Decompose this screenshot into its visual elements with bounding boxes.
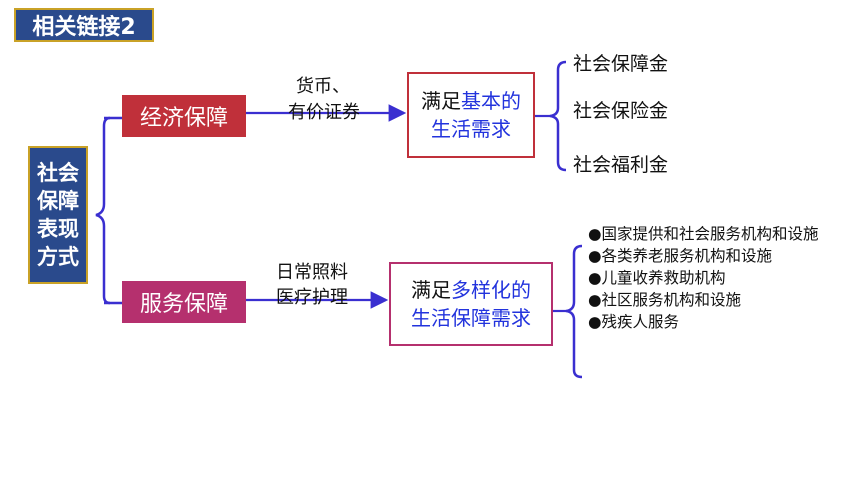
root-line: 保障 (37, 189, 79, 213)
service-item: ●残疾人服务 (588, 313, 680, 331)
serv-items-bracket (565, 244, 583, 379)
economic-goal-prefix: 满足 (421, 89, 461, 113)
economic-item: 社会保险金 (573, 100, 669, 122)
economic-means-line1: 货币、 (296, 76, 350, 97)
root-node: 社会 保障 表现 方式 (28, 146, 88, 284)
economic-branch-node: 经济保障 (122, 95, 246, 137)
economic-goal-highlight: 基本的 (461, 89, 521, 113)
economic-branch-label: 经济保障 (139, 106, 228, 131)
economic-means-line2: 有价证券 (288, 102, 360, 123)
service-branch-node: 服务保障 (122, 281, 246, 323)
root-bracket (95, 116, 111, 305)
service-item: ●儿童收养救助机构 (588, 269, 726, 287)
economic-goal-line2: 生活需求 (431, 117, 511, 141)
root-line: 表现 (37, 217, 79, 241)
root-line: 方式 (37, 245, 79, 269)
economic-goal-box: 满足基本的 生活需求 (407, 72, 535, 158)
service-item: ●社区服务机构和设施 (588, 291, 742, 309)
root-line: 社会 (37, 161, 79, 185)
econ-items-bracket (549, 60, 567, 172)
service-goal-box: 满足多样化的 生活保障需求 (389, 262, 553, 346)
service-branch-label: 服务保障 (139, 292, 228, 317)
service-goal-line2: 生活保障需求 (411, 306, 531, 330)
service-items-list: ●国家提供和社会服务机构和设施 ●各类养老服务机构和设施 ●儿童收养救助机构 ●… (588, 223, 819, 333)
service-item: ●各类养老服务机构和设施 (588, 247, 773, 265)
section-title-badge: 相关链接2 (14, 8, 154, 42)
economic-item: 社会福利金 (573, 154, 669, 176)
economic-item: 社会保障金 (573, 53, 669, 75)
service-means-line1: 日常照料 (276, 262, 348, 283)
section-title: 相关链接2 (32, 15, 136, 40)
service-goal-prefix: 满足 (411, 278, 451, 302)
service-means-line2: 医疗护理 (276, 287, 348, 308)
service-goal-highlight: 多样化的 (451, 278, 531, 302)
service-item: ●国家提供和社会服务机构和设施 (588, 225, 819, 243)
